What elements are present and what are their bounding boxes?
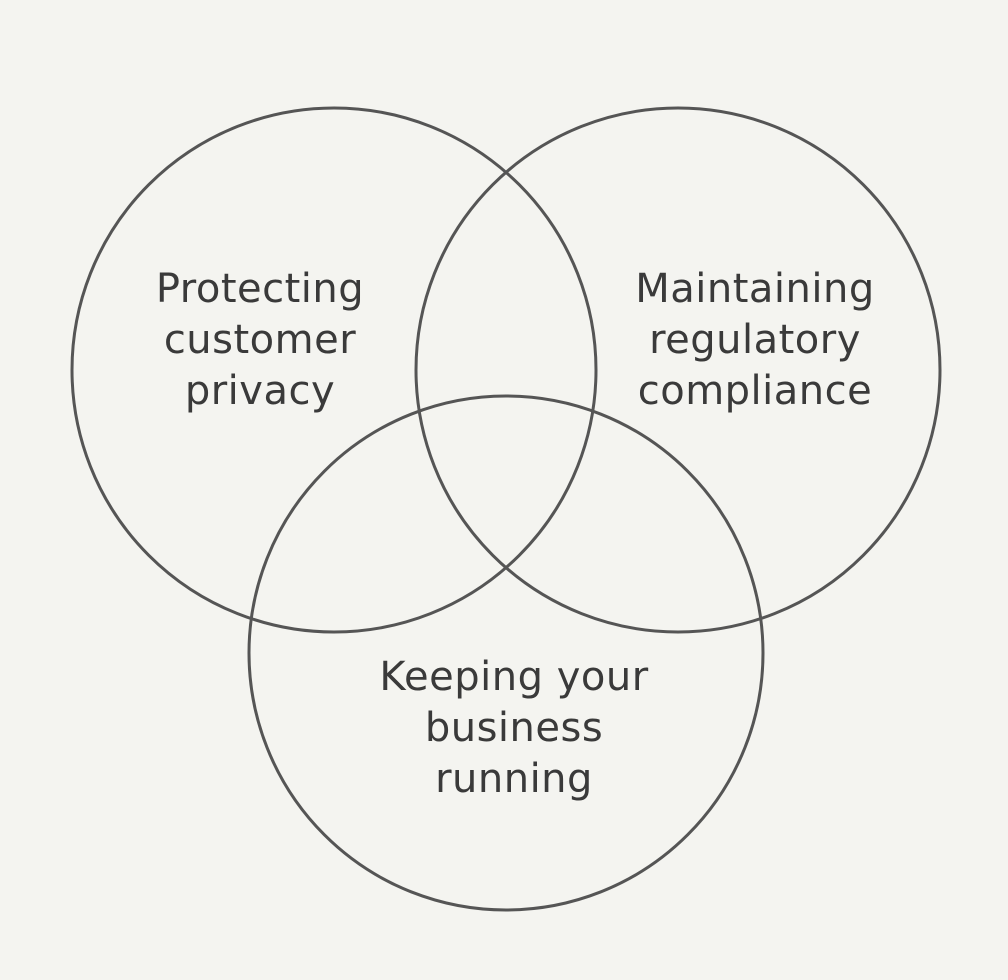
label-line: running (435, 756, 593, 802)
label-line: business (424, 705, 604, 751)
label-regulatory-compliance: Maintaining regulatory compliance (595, 264, 915, 417)
label-customer-privacy: Protecting customer privacy (110, 264, 410, 417)
label-line: Keeping your (379, 654, 649, 700)
circle-customer-privacy (70, 106, 598, 634)
label-line: compliance (637, 368, 873, 414)
label-line: customer (163, 317, 357, 363)
label-business-running: Keeping your business running (349, 652, 679, 805)
label-line: regulatory (649, 317, 861, 363)
circle-business-running (247, 394, 765, 912)
label-line: Maintaining (635, 266, 875, 312)
label-line: Protecting (155, 266, 365, 312)
circle-regulatory-compliance (414, 106, 942, 634)
label-line: privacy (184, 368, 336, 414)
